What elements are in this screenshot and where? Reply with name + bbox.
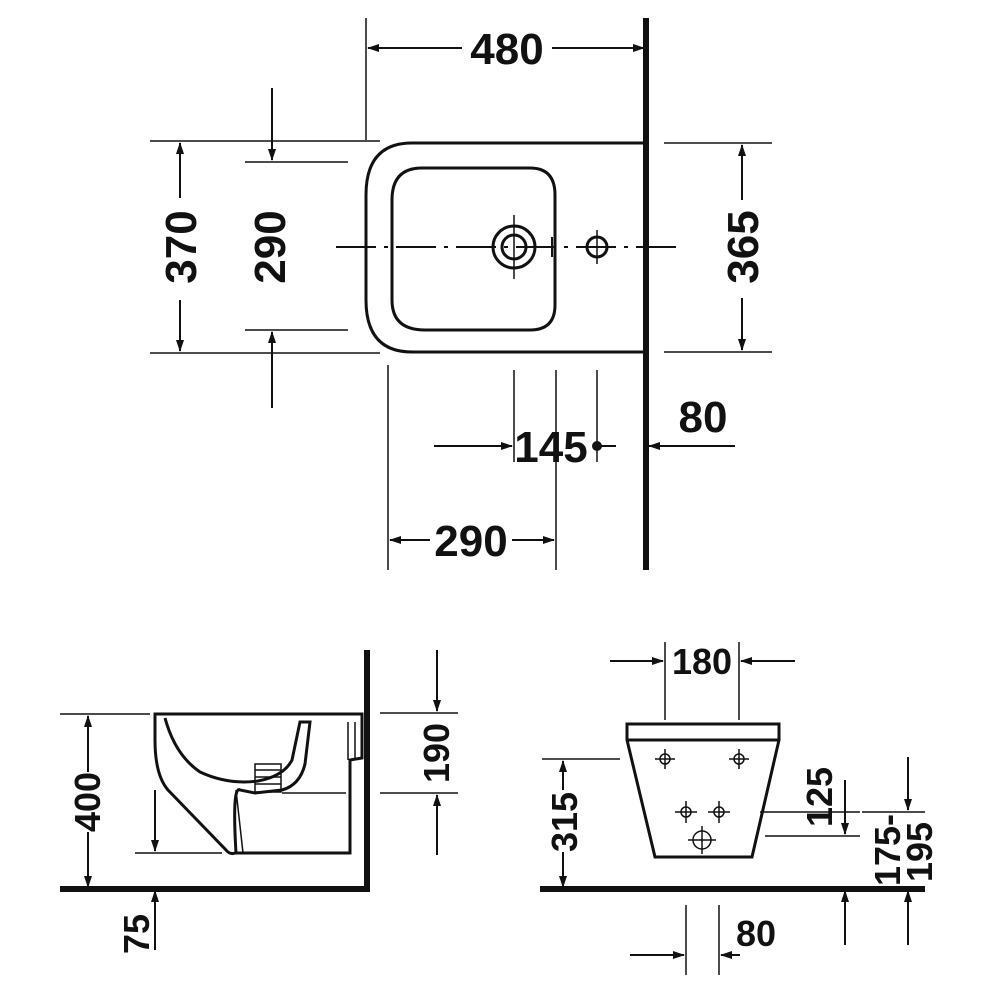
- dim-floor-gap: 75: [116, 914, 157, 954]
- dim-fixing-height: 190: [416, 723, 457, 783]
- dim-waste-height: 125: [799, 767, 840, 827]
- wall-view: 180 315 125 175- 195 80: [540, 641, 940, 975]
- dim-depth-overall: 370: [157, 210, 206, 283]
- bidet-back-outline: [625, 722, 781, 859]
- fixing-hole-left: [655, 749, 675, 769]
- fixing-hole-right: [729, 749, 749, 769]
- dim-inner-depth: 290: [246, 210, 295, 283]
- dim-outlet-distance: 290: [434, 517, 507, 566]
- bidet-side-profile: [153, 712, 364, 856]
- dim-supply-range-b: 195: [899, 822, 940, 882]
- dim-fixing-height-315: 315: [544, 792, 585, 852]
- bidet-inner-bowl: [390, 166, 557, 332]
- dim-width-total: 480: [470, 25, 543, 74]
- dim-side-offset: 80: [679, 393, 728, 442]
- dim-waste-width: 80: [736, 913, 776, 954]
- dim-supply-range-a: 175-: [867, 814, 908, 886]
- top-view: 480 370 290 365 145 80 2: [150, 18, 772, 570]
- dim-pan-height: 400: [67, 772, 108, 832]
- side-view: 400 190 75: [60, 650, 458, 954]
- dim-tap-spacing: 145: [514, 423, 587, 472]
- dim-fixing-spacing: 180: [672, 641, 732, 682]
- dim-wall-depth: 365: [719, 210, 768, 283]
- tap-center-dot: [592, 441, 602, 451]
- waste-hole: [688, 826, 716, 854]
- supply-hole-right: [708, 801, 730, 823]
- supply-hole-left: [675, 801, 697, 823]
